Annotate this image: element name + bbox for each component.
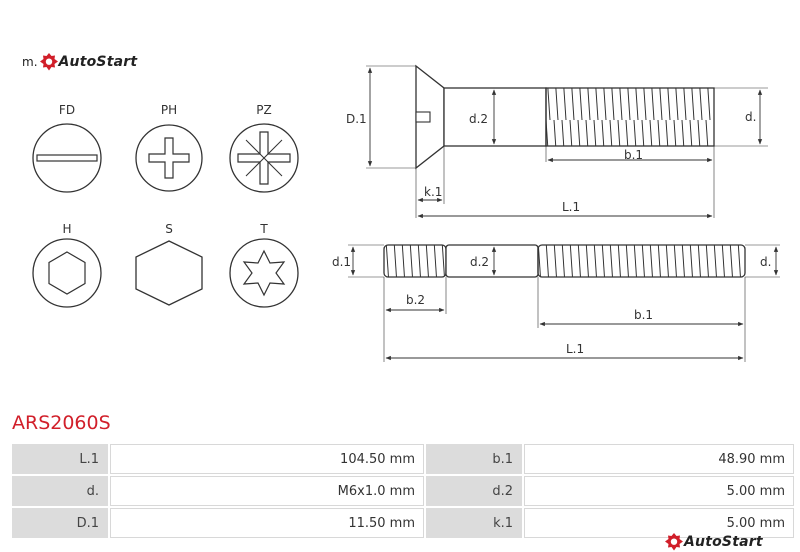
spec-value: M6x1.0 mm <box>110 476 424 506</box>
head-type-label-t: T <box>259 222 268 236</box>
spec-value: 5.00 mm <box>524 476 794 506</box>
screw-technical-drawing: FD PH PZ H S T <box>32 64 780 362</box>
brand-prefix: m. <box>22 55 38 69</box>
countersunk-screw-drawing <box>415 64 715 170</box>
pozidriv-drive-icon <box>229 123 299 193</box>
head-type-label-ph: PH <box>161 103 177 117</box>
dim-label-stud-b2: b.2 <box>406 293 425 307</box>
dim-label-stud-d2: d.2 <box>470 255 489 269</box>
brand-name: AutoStart <box>684 534 763 550</box>
spec-value: 5.00 mm <box>524 508 794 538</box>
brand-watermark-logo: AutoStart <box>664 532 763 552</box>
dim-label-stud-b1: b.1 <box>634 308 653 322</box>
head-type-label-h: H <box>62 222 71 236</box>
dim-label-stud-L1: L.1 <box>566 342 584 356</box>
hex-socket-drive-icon <box>32 238 102 308</box>
spec-key: d.2 <box>426 476 522 506</box>
dim-label-d2: d.2 <box>469 112 488 126</box>
table-row: L.1 104.50 mm b.1 48.90 mm <box>12 444 794 474</box>
phillips-drive-icon <box>135 124 203 192</box>
autostart-gear-icon <box>665 533 683 551</box>
spec-key: L.1 <box>12 444 108 474</box>
dim-label-stud-d: d. <box>760 255 771 269</box>
part-number: ARS2060S <box>12 412 111 434</box>
spec-table: L.1 104.50 mm b.1 48.90 mm d. M6x1.0 mm … <box>10 442 796 540</box>
autostart-gear-icon <box>39 53 58 71</box>
dim-label-d: d. <box>745 110 756 124</box>
spec-value: 48.90 mm <box>524 444 794 474</box>
spec-key: d. <box>12 476 108 506</box>
dim-label-L1: L.1 <box>562 200 580 214</box>
head-type-label-fd: FD <box>59 103 75 117</box>
head-type-label-s: S <box>165 222 173 236</box>
dim-label-b1: b.1 <box>624 148 643 162</box>
stud-bolt-drawing <box>383 244 746 278</box>
spec-key: D.1 <box>12 508 108 538</box>
table-row: D.1 11.50 mm k.1 5.00 mm <box>12 508 794 538</box>
slotted-drive-icon <box>32 123 102 193</box>
dim-label-D1: D.1 <box>346 112 367 126</box>
spec-key: k.1 <box>426 508 522 538</box>
table-row: d. M6x1.0 mm d.2 5.00 mm <box>12 476 794 506</box>
head-type-label-pz: PZ <box>256 103 271 117</box>
spec-key: b.1 <box>426 444 522 474</box>
dim-label-stud-d1: d.1 <box>332 255 351 269</box>
brand-logo: m. AutoStart <box>22 52 137 72</box>
hex-head-icon <box>135 240 203 306</box>
brand-name: AutoStart <box>58 54 138 70</box>
dim-label-k1: k.1 <box>424 185 442 199</box>
torx-drive-icon <box>229 238 299 308</box>
spec-value: 104.50 mm <box>110 444 424 474</box>
spec-value: 11.50 mm <box>110 508 424 538</box>
